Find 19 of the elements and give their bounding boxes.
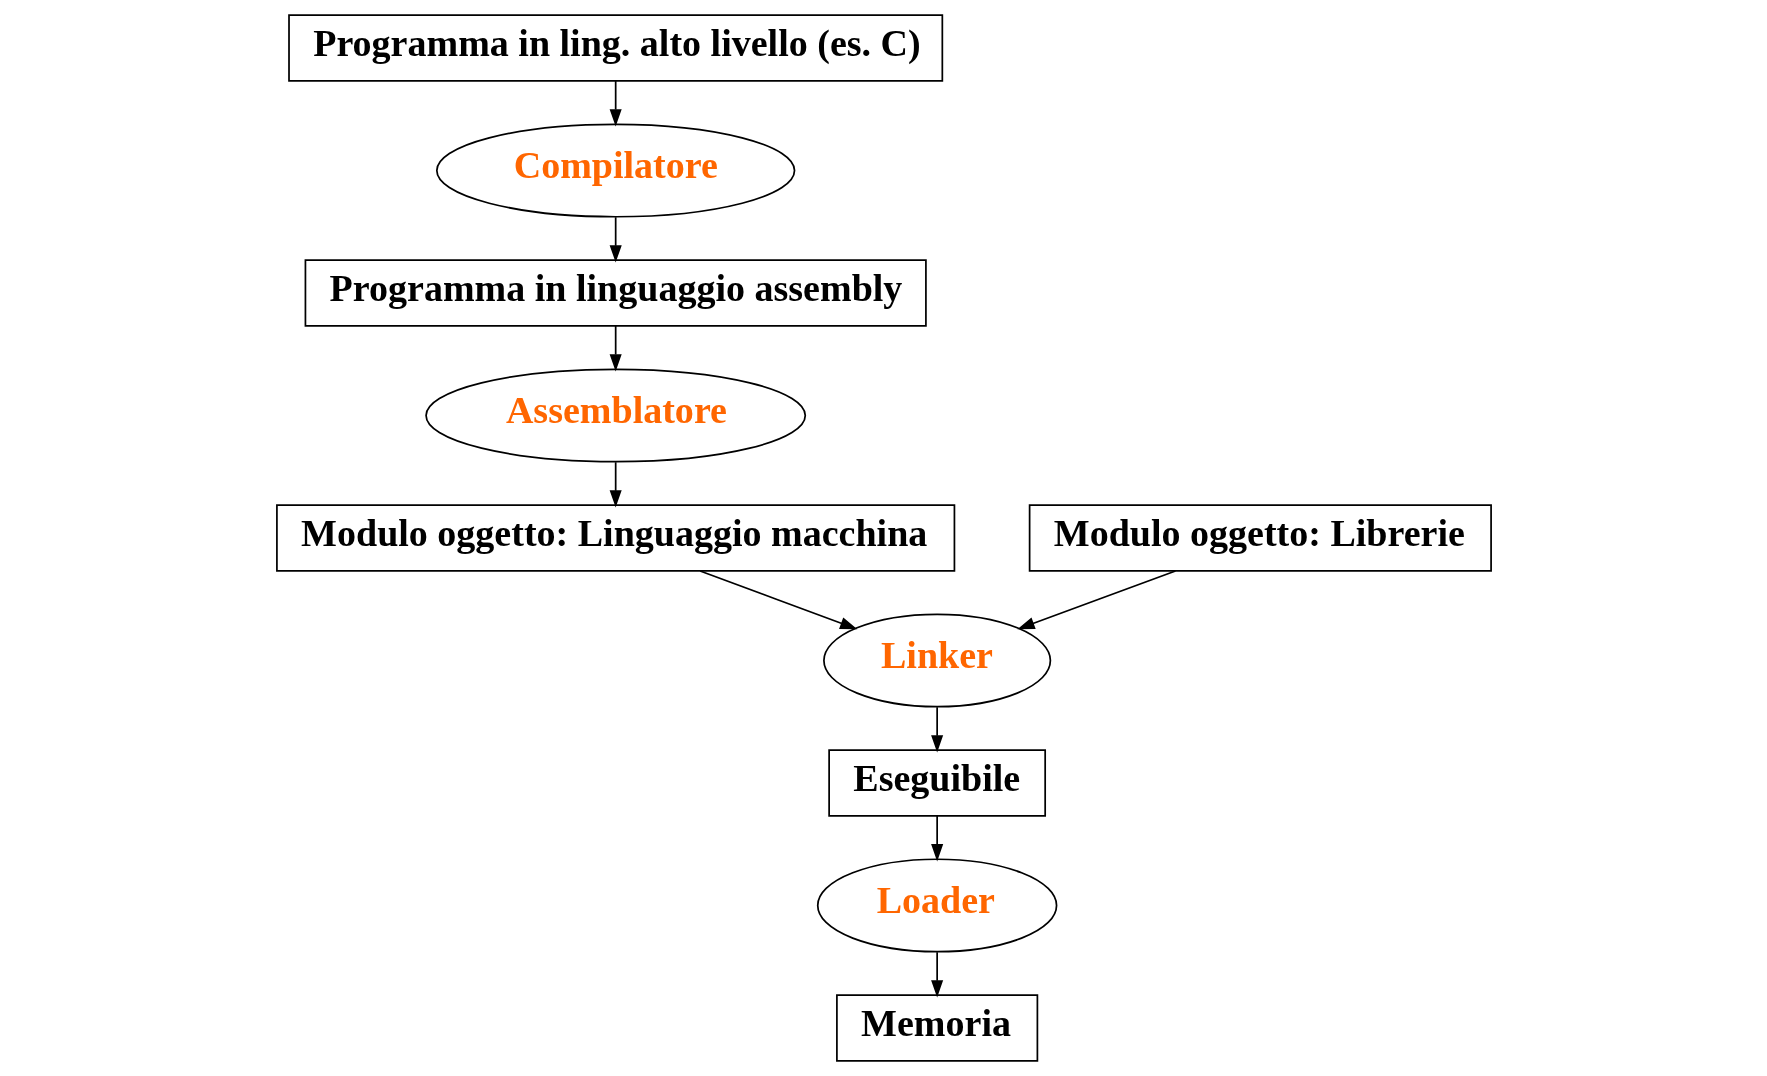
node-ellipse: Compilatore <box>435 123 795 218</box>
node-ellipse: Assemblatore <box>424 368 806 463</box>
arrow <box>930 815 943 862</box>
node-box: Programma in ling. alto livello (es. C) <box>287 14 943 82</box>
node-box: Programma in linguaggio assembly <box>304 259 927 327</box>
arrow <box>609 325 622 372</box>
node-box: Memoria <box>835 994 1038 1062</box>
arrow <box>930 951 943 998</box>
arrow <box>930 706 943 753</box>
arrow <box>609 80 622 127</box>
arrow <box>609 461 622 508</box>
node-box: Modulo oggetto: Librerie <box>1028 504 1492 572</box>
arrow <box>609 216 622 263</box>
node-box: Eseguibile <box>827 749 1046 817</box>
arrow <box>698 570 857 630</box>
arrow <box>1016 570 1176 630</box>
node-box: Modulo oggetto: Linguaggio macchina <box>275 504 955 572</box>
node-ellipse: Linker <box>822 613 1051 708</box>
node-ellipse: Loader <box>816 858 1057 953</box>
